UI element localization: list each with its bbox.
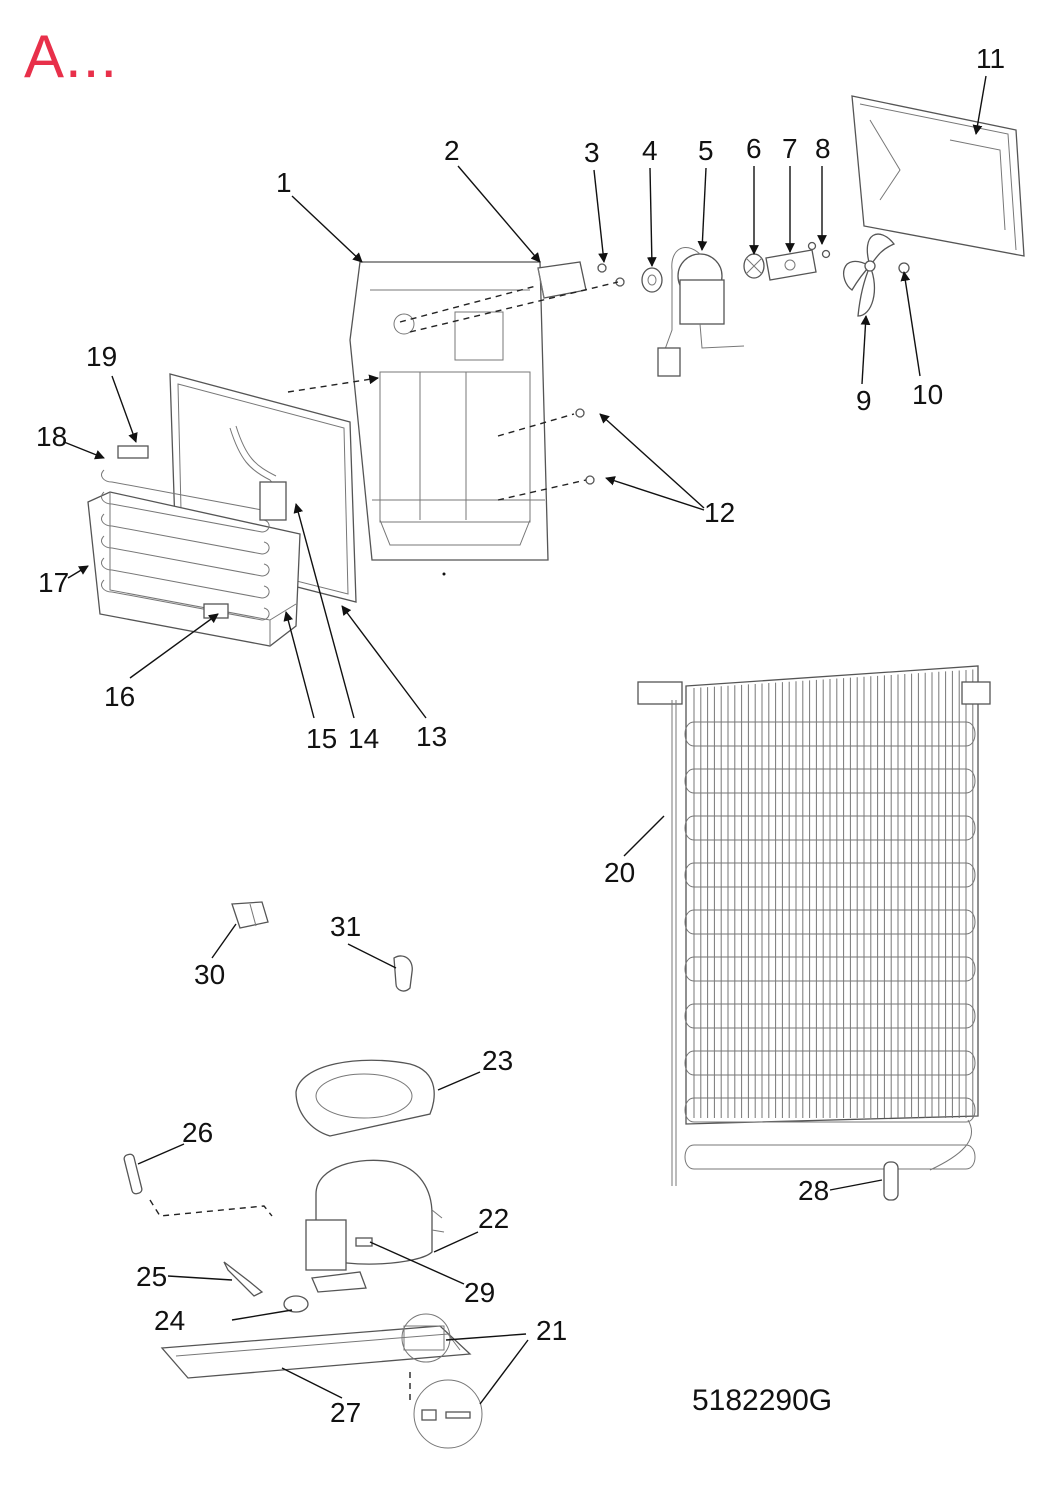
callout-29: 29 bbox=[464, 1277, 495, 1308]
callout-26: 26 bbox=[182, 1117, 213, 1148]
fan-hub bbox=[743, 253, 765, 279]
callout-25: 25 bbox=[136, 1261, 167, 1292]
condenser-tube-loop bbox=[684, 721, 976, 747]
condenser-tube-loop bbox=[684, 956, 976, 982]
fan-motor bbox=[657, 247, 745, 377]
callout-24: 24 bbox=[154, 1305, 185, 1336]
mounting-clip bbox=[223, 1261, 264, 1297]
document-code: 5182290G bbox=[692, 1384, 833, 1417]
callout-16: 16 bbox=[104, 681, 135, 712]
condenser-tube-loop bbox=[684, 1097, 976, 1123]
callout-2: 2 bbox=[444, 135, 460, 166]
condenser-tube-loop bbox=[684, 815, 976, 841]
callout-15: 15 bbox=[306, 723, 337, 754]
callout-9: 9 bbox=[856, 385, 872, 416]
callout-23: 23 bbox=[482, 1045, 513, 1076]
condenser-tube-loop bbox=[684, 1144, 976, 1170]
rear-cover-panel bbox=[851, 95, 1025, 257]
compressor bbox=[305, 1159, 445, 1293]
condenser-tube-loop bbox=[684, 768, 976, 794]
callout-28: 28 bbox=[798, 1175, 829, 1206]
relay-box bbox=[537, 261, 587, 299]
callout-14: 14 bbox=[348, 723, 379, 754]
section-letter: A... bbox=[24, 23, 119, 90]
callout-6: 6 bbox=[746, 133, 762, 164]
evaporator-coil bbox=[101, 513, 270, 555]
base-plate bbox=[160, 1325, 472, 1379]
fan-blade bbox=[843, 233, 896, 317]
callout-5: 5 bbox=[698, 135, 714, 166]
evaporator-assembly bbox=[87, 425, 301, 647]
callout-12: 12 bbox=[704, 497, 735, 528]
cover-clip bbox=[393, 955, 413, 992]
condenser-tube-loop bbox=[684, 909, 976, 935]
callout-19: 19 bbox=[86, 341, 117, 372]
condenser bbox=[637, 665, 991, 1186]
evaporator-coil bbox=[101, 579, 270, 621]
evaporator-coil bbox=[101, 491, 270, 533]
condenser-tube-loop bbox=[684, 862, 976, 888]
detail-circles bbox=[401, 1313, 483, 1449]
condenser-tube-loop bbox=[684, 1003, 976, 1029]
callout-20: 20 bbox=[604, 857, 635, 888]
callout-11: 11 bbox=[976, 43, 1005, 74]
evaporator-coil bbox=[101, 535, 270, 577]
callout-30: 30 bbox=[194, 959, 225, 990]
condenser-tube-loop bbox=[684, 1050, 976, 1076]
callout-10: 10 bbox=[912, 379, 943, 410]
callout-18: 18 bbox=[36, 421, 67, 452]
callout-4: 4 bbox=[642, 135, 658, 166]
callout-17: 17 bbox=[38, 567, 69, 598]
callout-21: 21 bbox=[536, 1315, 567, 1346]
assembly-lines bbox=[287, 281, 619, 501]
fan-nut bbox=[898, 262, 910, 274]
rubber-grommet bbox=[283, 1295, 309, 1313]
evaporator-back-plate bbox=[349, 261, 549, 561]
dot-mark bbox=[442, 572, 446, 576]
screws bbox=[575, 241, 831, 485]
evaporator-coil bbox=[101, 557, 270, 599]
callout-8: 8 bbox=[815, 133, 831, 164]
callout-22: 22 bbox=[478, 1203, 509, 1234]
callout-13: 13 bbox=[416, 721, 447, 752]
callout-31: 31 bbox=[330, 911, 361, 942]
callout-labels: 1 2 3 4 5 6 7 8 9 10 11 12 13 14 15 16 1… bbox=[36, 43, 1005, 1428]
connector-tube bbox=[123, 1153, 273, 1217]
grommet bbox=[641, 267, 663, 293]
callout-1: 1 bbox=[276, 167, 292, 198]
callout-3: 3 bbox=[584, 137, 600, 168]
callout-7: 7 bbox=[782, 133, 798, 164]
compressor-cover bbox=[295, 1059, 435, 1137]
callout-27: 27 bbox=[330, 1397, 361, 1428]
cable-clip bbox=[231, 901, 269, 929]
filter-drier bbox=[883, 1161, 899, 1201]
motor-bracket bbox=[765, 249, 817, 281]
leader-lines bbox=[63, 75, 987, 1405]
